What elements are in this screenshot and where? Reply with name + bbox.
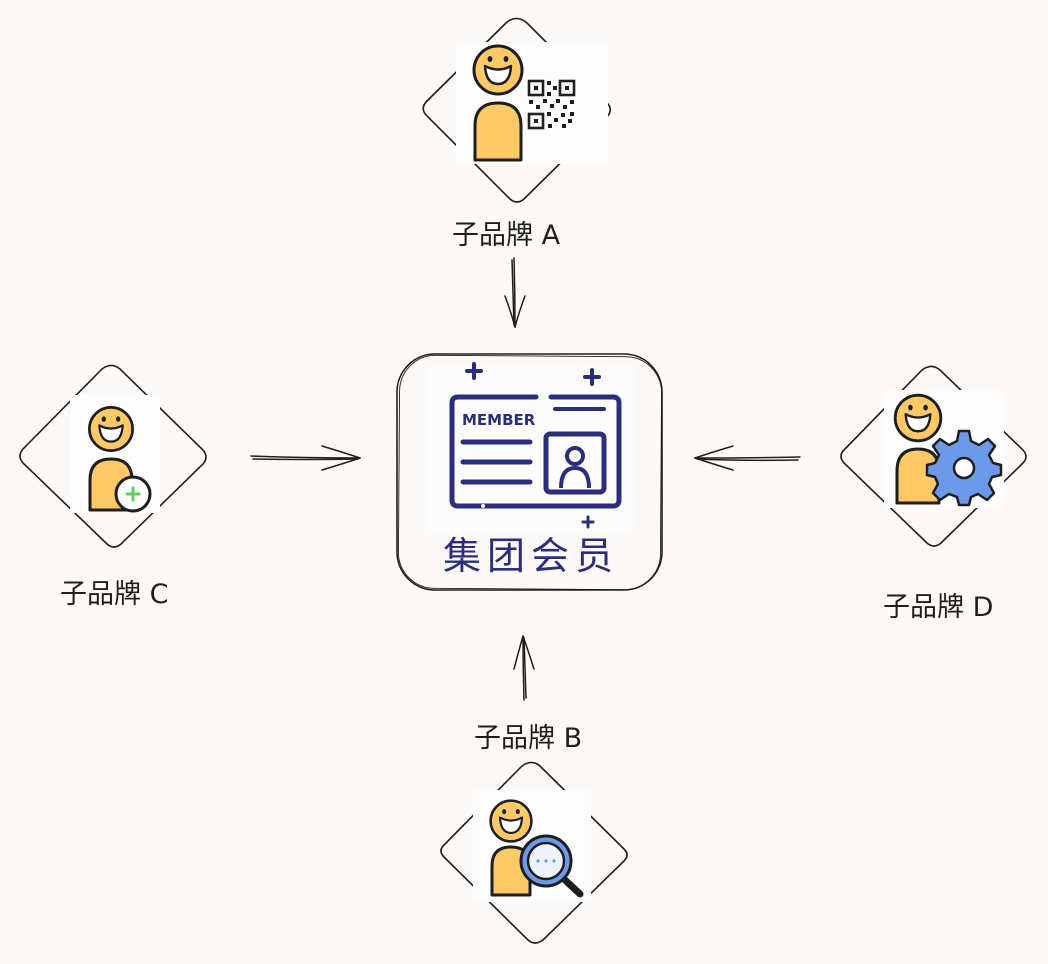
brand-c-node[interactable] xyxy=(19,364,207,548)
center-node[interactable]: MEMBER 集团会员 xyxy=(396,353,663,591)
card-member-text: MEMBER xyxy=(462,411,536,429)
arrow-brand-d-to-center xyxy=(694,445,801,471)
person-add-icon xyxy=(88,406,152,513)
person-qr-code-icon xyxy=(472,44,576,162)
brand-b-node[interactable] xyxy=(440,761,628,944)
brand-d-label: 子品牌 D xyxy=(883,592,994,623)
center-caption: 集团会员 xyxy=(443,534,619,578)
arrow-brand-c-to-center xyxy=(250,445,361,471)
arrow-brand-b-to-center xyxy=(513,635,535,701)
brand-a-node[interactable] xyxy=(422,17,612,203)
brand-b-label: 子品牌 B xyxy=(474,723,583,754)
brand-c-label: 子品牌 C xyxy=(60,579,169,610)
person-settings-icon xyxy=(893,393,1003,507)
brand-d-node[interactable] xyxy=(840,365,1027,547)
person-search-icon xyxy=(489,799,584,898)
brand-a-label: 子品牌 A xyxy=(452,220,561,251)
member-card-icon: MEMBER xyxy=(449,362,622,529)
arrow-brand-a-to-center xyxy=(504,257,526,328)
